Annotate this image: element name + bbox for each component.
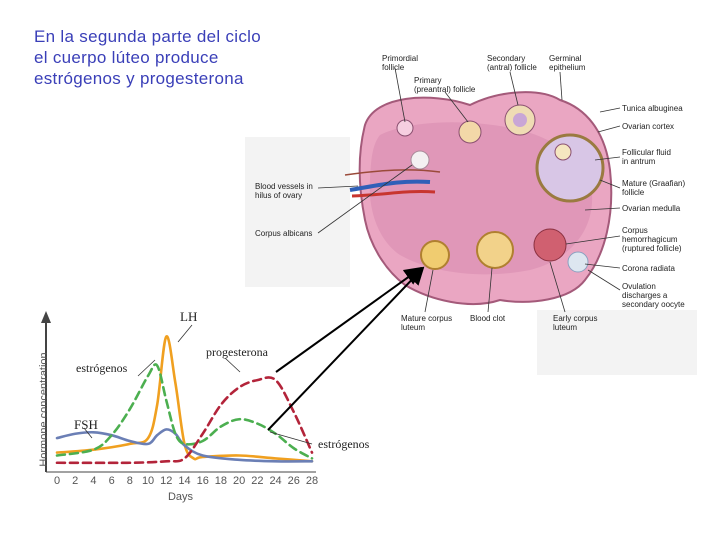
caption-panel (537, 310, 697, 375)
hilus-panel (245, 137, 350, 287)
x-tick-label: 22 (251, 475, 263, 487)
leader-lines (317, 67, 621, 313)
label-ovarian-cortex: Ovarian cortex (622, 122, 675, 131)
label-blood-clot: Blood clot (470, 314, 506, 323)
series-line-estrogenos (55, 363, 314, 460)
x-tick-label: 26 (288, 475, 300, 487)
series-line-progesterona (55, 376, 314, 465)
estrogenos-left-label: estrógenos (76, 361, 128, 375)
mature-corpus-luteum (420, 240, 450, 270)
label-mature-follicle: Mature (Graafian) follicle (622, 179, 686, 197)
corpus-hemorrhagicum (533, 228, 567, 262)
label-follicular-fluid: Follicular fluid in antrum (622, 148, 671, 166)
estrogenos-left-pointer (137, 359, 156, 377)
x-tick-label: 12 (160, 475, 172, 487)
series-line-lh (55, 335, 314, 463)
x-tick-label: 18 (215, 475, 227, 487)
label-early-corpus-luteum: Early corpus luteum (553, 314, 598, 332)
label-primordial-follicle: Primordial follicle (382, 54, 419, 72)
label-tunica-albuginea: Tunica albuginea (622, 104, 683, 113)
estrogenos-right-pointer (269, 431, 313, 445)
estrogenos-arrow (267, 266, 425, 431)
label-mature-corpus-luteum: Mature corpus luteum (401, 314, 453, 332)
annotation-pointers (83, 324, 313, 445)
x-tick-label: 10 (142, 475, 154, 487)
series-line-fsh (55, 428, 314, 463)
x-tick-label: 2 (72, 475, 78, 487)
label-corona-radiata: Corona radiata (622, 264, 675, 273)
fsh-label: FSH (74, 417, 98, 432)
label-corpus-hemorrhagicum: Corpus hemorrhagicum (ruptured follicle) (622, 226, 682, 253)
title-line-3: estrógenos y progesterona (34, 69, 244, 88)
lh-pointer (177, 324, 193, 343)
graafian-oocyte (554, 143, 572, 161)
progesterona-arrow (275, 266, 423, 373)
x-tick-label: 16 (197, 475, 209, 487)
slide-title: En la segunda parte del ciclo el cuerpo … (34, 26, 354, 89)
y-axis-label: Hormone concentration (38, 352, 50, 466)
lh-label: LH (180, 309, 198, 324)
title-line-2: el cuerpo lúteo produce (34, 48, 219, 67)
label-secondary-follicle: Secondary (antral) follicle (487, 54, 537, 72)
x-tick-label: 28 (306, 475, 318, 487)
graafian-follicle (535, 133, 605, 203)
title-line-1: En la segunda parte del ciclo (34, 27, 262, 46)
x-tick-label: 6 (109, 475, 115, 487)
chart-series (55, 335, 314, 465)
x-tick-label: 4 (90, 475, 96, 487)
blood-vessel-red (351, 190, 436, 198)
early-corpus-luteum (476, 231, 514, 269)
hilus-fibers (344, 169, 441, 176)
corpus-albicans (410, 150, 430, 170)
x-tick-label: 14 (178, 475, 190, 487)
y-axis-arrow (41, 311, 51, 323)
label-blood-vessels: Blood vessels in hilus of ovary (255, 182, 313, 200)
x-axis-label: Days (168, 491, 194, 503)
label-germinal-epithelium: Germinal epithelium (549, 54, 586, 72)
estrogenos-right-label: estrógenos (318, 437, 370, 451)
label-primary-follicle: Primary (preantral) follicle (414, 76, 476, 94)
x-tick-label: 0 (54, 475, 60, 487)
secondary-antrum (513, 113, 527, 127)
x-tick-label: 24 (269, 475, 281, 487)
fsh-pointer (83, 427, 93, 439)
progesterona-label: progesterona (206, 345, 268, 359)
progesterona-pointer (224, 357, 241, 373)
x-tick-label: 20 (233, 475, 245, 487)
x-tick-label: 8 (127, 475, 133, 487)
primary-follicle (458, 120, 482, 144)
label-ovulation: Ovulation discharges a secondary oocyte (622, 282, 685, 309)
label-corpus-albicans: Corpus albicans (255, 229, 313, 238)
blood-vessel-blue (349, 179, 431, 192)
label-ovarian-medulla: Ovarian medulla (622, 204, 681, 213)
ovulated-oocyte (567, 251, 589, 273)
